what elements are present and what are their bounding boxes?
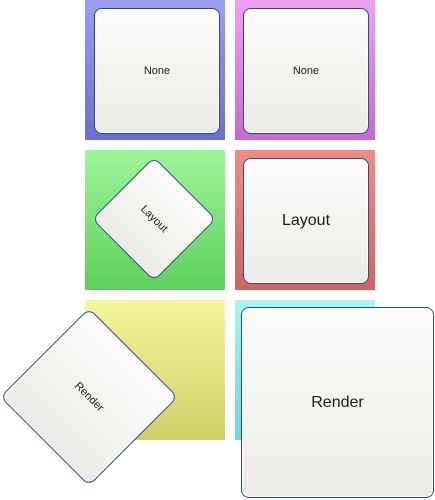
button-label: Layout	[281, 212, 331, 229]
button-label: None	[143, 65, 171, 77]
button-none-right[interactable]: None	[243, 8, 369, 134]
button-render-scaled[interactable]: Render	[241, 307, 434, 498]
button-label: Render	[71, 379, 106, 414]
button-none-left[interactable]: None	[94, 8, 220, 134]
button-label: None	[292, 65, 320, 77]
button-label: Layout	[138, 203, 170, 235]
button-layout-scaled[interactable]: Layout	[243, 158, 369, 284]
button-label: Render	[311, 393, 364, 411]
